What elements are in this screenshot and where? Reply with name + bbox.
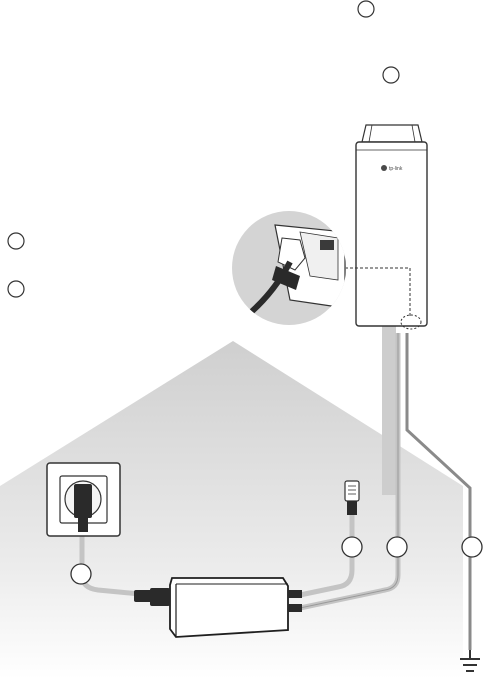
svg-text:tp-link: tp-link — [389, 166, 403, 172]
callout-circle-top-1 — [358, 1, 374, 17]
zoom-detail — [232, 211, 346, 325]
outdoor-cpe-device: tp-link — [356, 125, 427, 326]
callout-circle-left-1 — [8, 233, 24, 249]
callout-circle-ground-wire — [462, 537, 482, 557]
tp-link-logo: tp-link — [381, 165, 403, 172]
callout-circle-left-2 — [8, 281, 24, 297]
callout-circle-lan-cable — [342, 537, 362, 557]
callout-circle-poe-cable — [387, 537, 407, 557]
rj45-connector — [345, 481, 359, 515]
callout-circle-top-2 — [383, 67, 399, 83]
callout-circle-power-cord — [71, 564, 91, 584]
wall-outlet — [47, 463, 120, 536]
mounting-pole — [382, 325, 396, 495]
